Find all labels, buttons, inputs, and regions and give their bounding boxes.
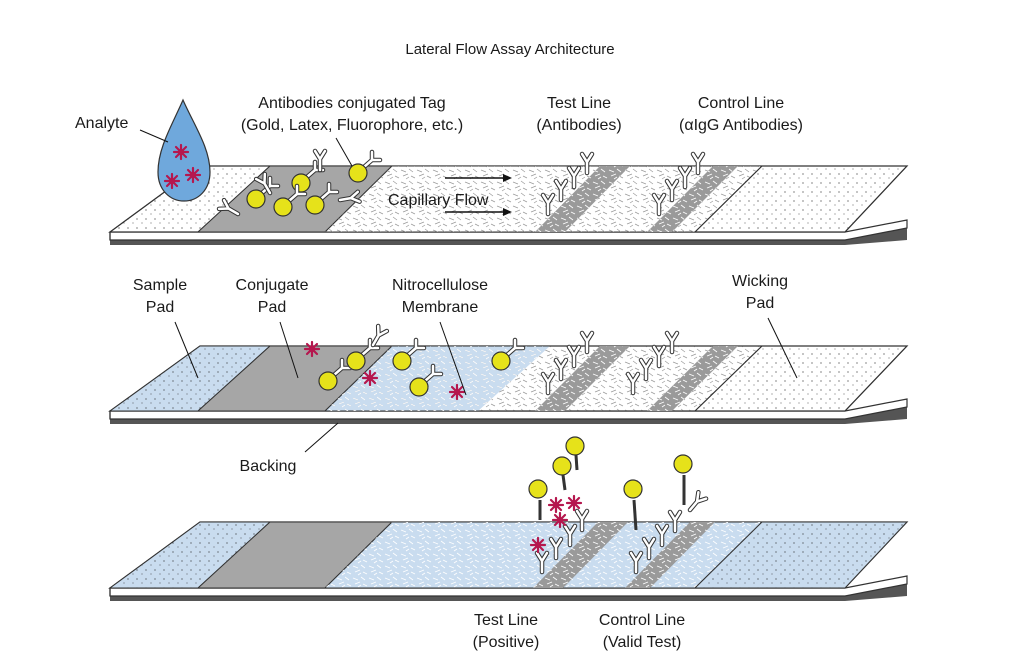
conjugate-pad-label-1: Conjugate <box>236 277 309 294</box>
test-line-positive-label-2: (Positive) <box>473 634 540 651</box>
sample-pad-label-2: Pad <box>146 299 174 316</box>
sample-pad-label-1: Sample <box>133 277 187 294</box>
wicking-pad <box>693 165 909 233</box>
test-line-complexes <box>528 436 587 572</box>
control-line-label-1: Control Line <box>698 95 784 112</box>
wicking-pad-label-1: Wicking <box>732 273 788 290</box>
analyte-droplet <box>157 98 211 202</box>
nitrocellulose-label-1: Nitrocellulose <box>392 277 488 294</box>
capillary-flow-arrow <box>445 174 512 216</box>
wicking-pad-2 <box>693 345 909 412</box>
control-line-valid-label-2: (Valid Test) <box>603 634 682 651</box>
control-line-label-2: (αIgG Antibodies) <box>679 117 803 134</box>
conjugate-pad-label-2: Pad <box>258 299 286 316</box>
strip-2 <box>108 345 909 424</box>
antibodies-label-1: Antibodies conjugated Tag <box>258 95 445 112</box>
wicking-pad-label-2: Pad <box>746 295 774 312</box>
test-line-positive-label-1: Test Line <box>474 612 538 629</box>
test-line-label-2: (Antibodies) <box>536 117 621 134</box>
control-line-complexes <box>623 454 706 572</box>
antibodies-label-2: (Gold, Latex, Fluorophore, etc.) <box>241 117 463 134</box>
nitrocellulose-label-2: Membrane <box>402 299 479 316</box>
strip-3 <box>108 521 909 601</box>
control-line-valid-label-1: Control Line <box>599 612 685 629</box>
test-line-label-1: Test Line <box>547 95 611 112</box>
backing-label: Backing <box>240 458 297 475</box>
analyte-label: Analyte <box>75 115 128 132</box>
capillary-flow-label: Capillary Flow <box>388 192 489 209</box>
diagram-title: Lateral Flow Assay Architecture <box>405 41 614 58</box>
